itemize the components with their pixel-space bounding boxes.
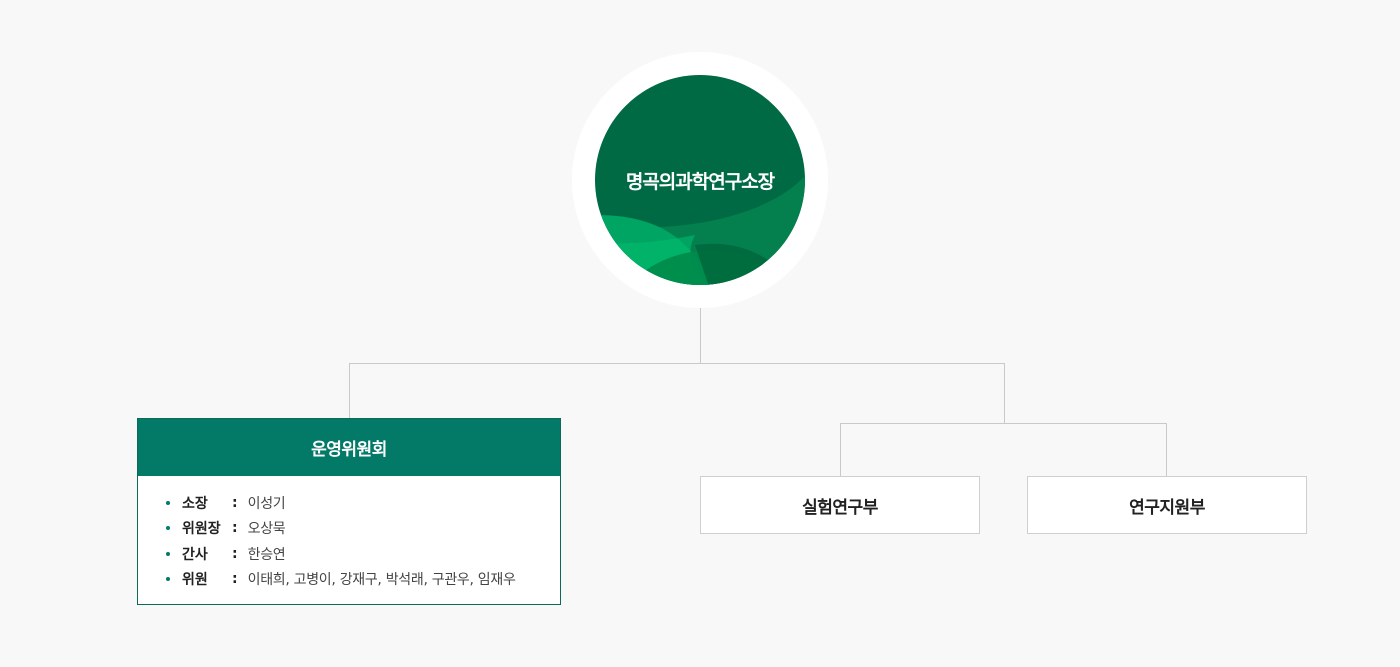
lab-department-connector	[840, 423, 841, 476]
colon-separator: :	[232, 545, 238, 562]
member-row-secretary: 간사 : 한승연	[166, 541, 560, 567]
member-names: 이태희, 고병이, 강재구, 박석래, 구관우, 임재우	[247, 572, 516, 589]
right-branch-vertical-connector	[1004, 363, 1005, 423]
bullet-icon	[166, 577, 170, 582]
committee-title: 운영위원회	[138, 419, 560, 476]
member-row-members: 위원 : 이태희, 고병이, 강재구, 박석래, 구관우, 임재우	[166, 567, 560, 593]
member-role: 위원장	[182, 521, 221, 538]
member-names: 이성기	[247, 495, 286, 512]
root-vertical-connector	[700, 308, 701, 363]
research-support-department-box: 연구지원부	[1027, 476, 1307, 534]
colon-separator: :	[232, 571, 238, 588]
committee-member-list: 소장 : 이성기 위원장 : 오상묵 간사 : 한승연 위원 : 이태희, 고병…	[138, 476, 560, 592]
root-node-circle	[595, 75, 805, 285]
root-title: 명곡의과학연구소장	[625, 170, 775, 193]
colon-separator: :	[232, 494, 238, 511]
department-horizontal-connector	[840, 423, 1167, 424]
member-names: 오상묵	[247, 521, 286, 538]
member-role: 소장	[182, 495, 208, 512]
bullet-icon	[166, 500, 170, 505]
member-role: 위원	[182, 572, 208, 589]
operating-committee-box: 운영위원회 소장 : 이성기 위원장 : 오상묵 간사 : 한승연 위원 : 이…	[137, 418, 561, 605]
main-horizontal-connector	[349, 363, 1005, 364]
member-row-director: 소장 : 이성기	[166, 490, 560, 516]
lab-research-department-box: 실험연구부	[700, 476, 980, 534]
bullet-icon	[166, 551, 170, 556]
colon-separator: :	[232, 520, 238, 537]
member-row-chair: 위원장 : 오상묵	[166, 516, 560, 542]
member-role: 간사	[182, 546, 208, 563]
committee-vertical-connector	[349, 363, 350, 418]
member-names: 한승연	[247, 546, 286, 563]
bullet-icon	[166, 526, 170, 531]
support-department-connector	[1166, 423, 1167, 476]
